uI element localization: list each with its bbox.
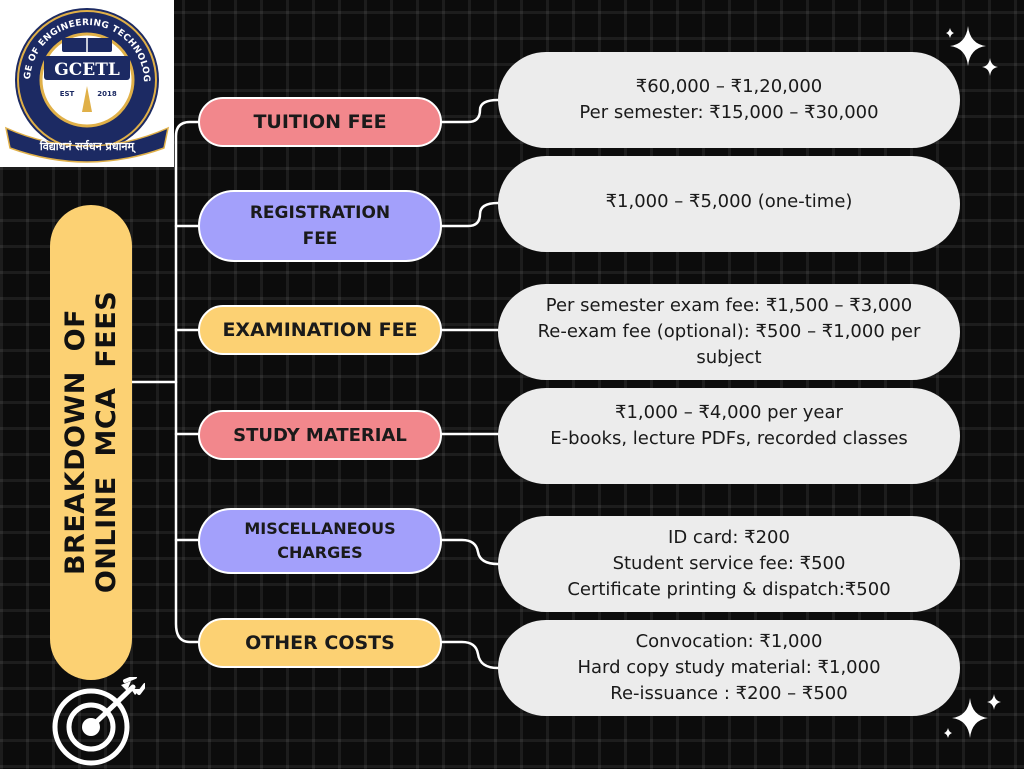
- fee-label-registration: REGISTRATION FEE: [198, 190, 442, 262]
- detail-line: ₹1,000 – ₹5,000 (one-time): [605, 191, 853, 212]
- detail-line: Convocation: ₹1,000: [635, 631, 823, 652]
- detail-line: ₹60,000 – ₹1,20,000: [635, 76, 823, 97]
- torch-icon: [82, 86, 92, 112]
- fee-details-examination: Per semester exam fee: ₹1,500 – ₹3,000 R…: [498, 284, 960, 380]
- detail-line: Per semester exam fee: ₹1,500 – ₹3,000: [545, 295, 913, 316]
- sparkle-icon: [987, 694, 1001, 710]
- fee-label-text: STUDY MATERIAL: [233, 424, 407, 446]
- target-arrow-icon: [52, 677, 145, 766]
- fee-label-text-line-1: MISCELLANEOUS: [244, 519, 396, 538]
- sparkle-icon: [982, 58, 998, 76]
- motto-ribbon: [4, 126, 170, 163]
- detail-line: Hard copy study material: ₹1,000: [577, 657, 881, 678]
- fee-details-miscellaneous: ID card: ₹200 Student service fee: ₹500 …: [498, 516, 960, 612]
- fee-details-study-material: ₹1,000 – ₹4,000 per year E-books, lectur…: [498, 388, 960, 484]
- sparkle-icon: [952, 698, 988, 738]
- detail-line: E-books, lecture PDFs, recorded classes: [550, 428, 908, 449]
- detail-line: ID card: ₹200: [668, 527, 790, 548]
- logo-abbreviation: GCETL: [54, 60, 120, 80]
- fee-label-examination: EXAMINATION FEE: [198, 305, 442, 355]
- logo-motto: विद्याधनं सर्वधन प्रधानम्: [39, 139, 136, 154]
- detail-line: Re-exam fee (optional): ₹500 – ₹1,000 pe…: [537, 321, 921, 342]
- fee-label-tuition: TUITION FEE: [198, 97, 442, 147]
- sidebar-banner: [50, 205, 132, 680]
- logo-year-left: EST: [60, 90, 75, 98]
- detail-line: subject: [696, 347, 762, 368]
- college-seal-icon: GLOBAL COLLEGE OF ENGINEERING TECHNOLOGY…: [0, 0, 170, 163]
- fee-details-other-costs: Convocation: ₹1,000 Hard copy study mate…: [498, 620, 960, 716]
- detail-line: Re-issuance : ₹200 – ₹500: [610, 683, 848, 704]
- fee-label-text: EXAMINATION FEE: [222, 319, 418, 341]
- fee-label-study-material: STUDY MATERIAL: [198, 410, 442, 460]
- detail-line: ₹1,000 – ₹4,000 per year: [615, 402, 843, 423]
- fee-label-other-costs: OTHER COSTS: [198, 618, 442, 668]
- fee-label-miscellaneous: MISCELLANEOUS CHARGES: [198, 508, 442, 574]
- college-logo: GLOBAL COLLEGE OF ENGINEERING TECHNOLOGY…: [0, 0, 174, 167]
- fee-label-text-line-1: REGISTRATION: [249, 203, 391, 223]
- sparkle-icon: [946, 28, 954, 38]
- fee-details-registration: ₹1,000 – ₹5,000 (one-time): [498, 156, 960, 252]
- logo-year-right: 2018: [97, 90, 117, 98]
- detail-line: Student service fee: ₹500: [612, 553, 846, 574]
- fee-label-text: TUITION FEE: [253, 111, 387, 133]
- sparkle-icon: [950, 26, 986, 66]
- fee-label-text: OTHER COSTS: [245, 632, 395, 654]
- detail-line: Certificate printing & dispatch:₹500: [567, 579, 891, 600]
- fee-label-text-line-2: FEE: [302, 229, 338, 249]
- sparkle-icon: [944, 728, 952, 738]
- detail-line: Per semester: ₹15,000 – ₹30,000: [579, 102, 879, 123]
- fee-details-tuition: ₹60,000 – ₹1,20,000 Per semester: ₹15,00…: [498, 52, 960, 148]
- fee-label-text-line-2: CHARGES: [277, 543, 363, 562]
